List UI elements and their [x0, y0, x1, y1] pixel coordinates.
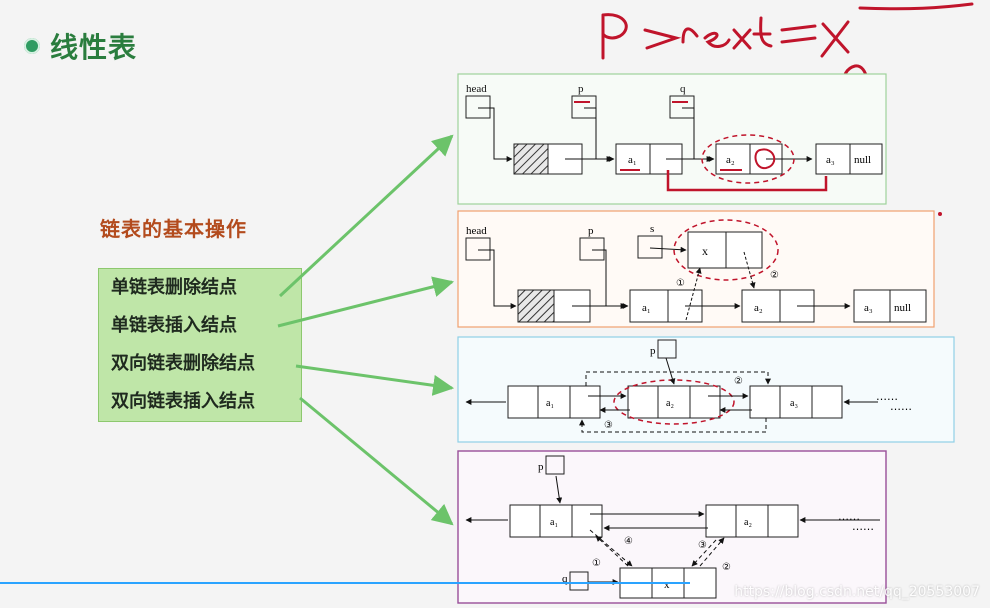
list-item-doubly-delete[interactable]: 双向链表删除结点: [111, 353, 255, 374]
node-label-a3: a₃: [864, 302, 873, 314]
pointer-label-p: p: [538, 461, 544, 473]
section-subtitle: 链表的基本操作: [100, 217, 247, 241]
new-node-x: x: [702, 244, 708, 258]
list-item-doubly-insert[interactable]: 双向链表插入结点: [111, 391, 255, 412]
ellipsis: ……: [852, 520, 874, 533]
node-label-a3: a₃: [826, 154, 835, 166]
slide-title: 线性表: [24, 26, 137, 66]
pointer-label-q: q: [680, 83, 686, 95]
pointer-label-q: q: [562, 573, 568, 585]
red-dot: [938, 212, 942, 216]
ellipsis: ……: [838, 510, 860, 523]
step-marker: ①: [676, 278, 685, 289]
step-marker: ④: [624, 536, 633, 547]
pointer-label-head: head: [466, 225, 487, 237]
list-item-singly-insert[interactable]: 单链表插入结点: [111, 315, 237, 336]
pointer-label-p: p: [588, 225, 594, 237]
operations-list: 单链表删除结点 单链表插入结点 双向链表删除结点 双向链表插入结点: [98, 268, 302, 422]
node-label-a1: a₁: [642, 302, 651, 314]
node-label-a1: a₁: [546, 398, 554, 409]
title-text: 线性表: [50, 31, 138, 64]
node-label-a2: a₂: [754, 302, 763, 314]
null-label: null: [894, 302, 911, 314]
pointer-label-s: s: [650, 223, 654, 235]
node-label-a1: a₁: [550, 517, 558, 528]
panel-singly-delete: head p q a₁ a₂ a₃ null: [457, 73, 887, 205]
list-item-singly-delete[interactable]: 单链表删除结点: [111, 277, 237, 298]
node-label-a2: a₂: [666, 398, 674, 409]
ellipsis: ……: [890, 400, 912, 413]
node-label-a2: a₂: [744, 517, 752, 528]
node-label-a1: a₁: [628, 154, 637, 166]
step-marker: ②: [722, 562, 731, 573]
watermark-text: https://blog.csdn.net/qq_20553007: [734, 584, 980, 600]
node-label-a2: a₂: [726, 154, 735, 166]
step-marker: ①: [592, 558, 601, 569]
step-marker: ③: [604, 420, 613, 431]
step-marker: ②: [770, 270, 779, 281]
ellipsis: ……: [876, 390, 898, 403]
pointer-label-p: p: [650, 345, 656, 357]
pointer-label-p: p: [578, 83, 584, 95]
bullet-icon: [24, 38, 40, 54]
step-marker: ②: [734, 376, 743, 387]
null-label: null: [854, 154, 871, 166]
panel-singly-insert: head p s x a₁ a₂ a₃ null ①: [457, 210, 935, 328]
video-progress-bar[interactable]: [0, 582, 690, 584]
node-label-a3: a₃: [790, 398, 798, 409]
connector-arrows: [277, 134, 455, 526]
panel-doubly-delete: p a₁ a₂ a₃ ② ③ …… ……: [457, 336, 955, 443]
new-node-x: x: [664, 579, 670, 591]
pointer-label-head: head: [466, 83, 487, 95]
step-marker: ③: [698, 540, 707, 551]
panel-doubly-insert: p a₁ a₂ x q ④ ① ③ ② …… ……: [457, 450, 887, 604]
